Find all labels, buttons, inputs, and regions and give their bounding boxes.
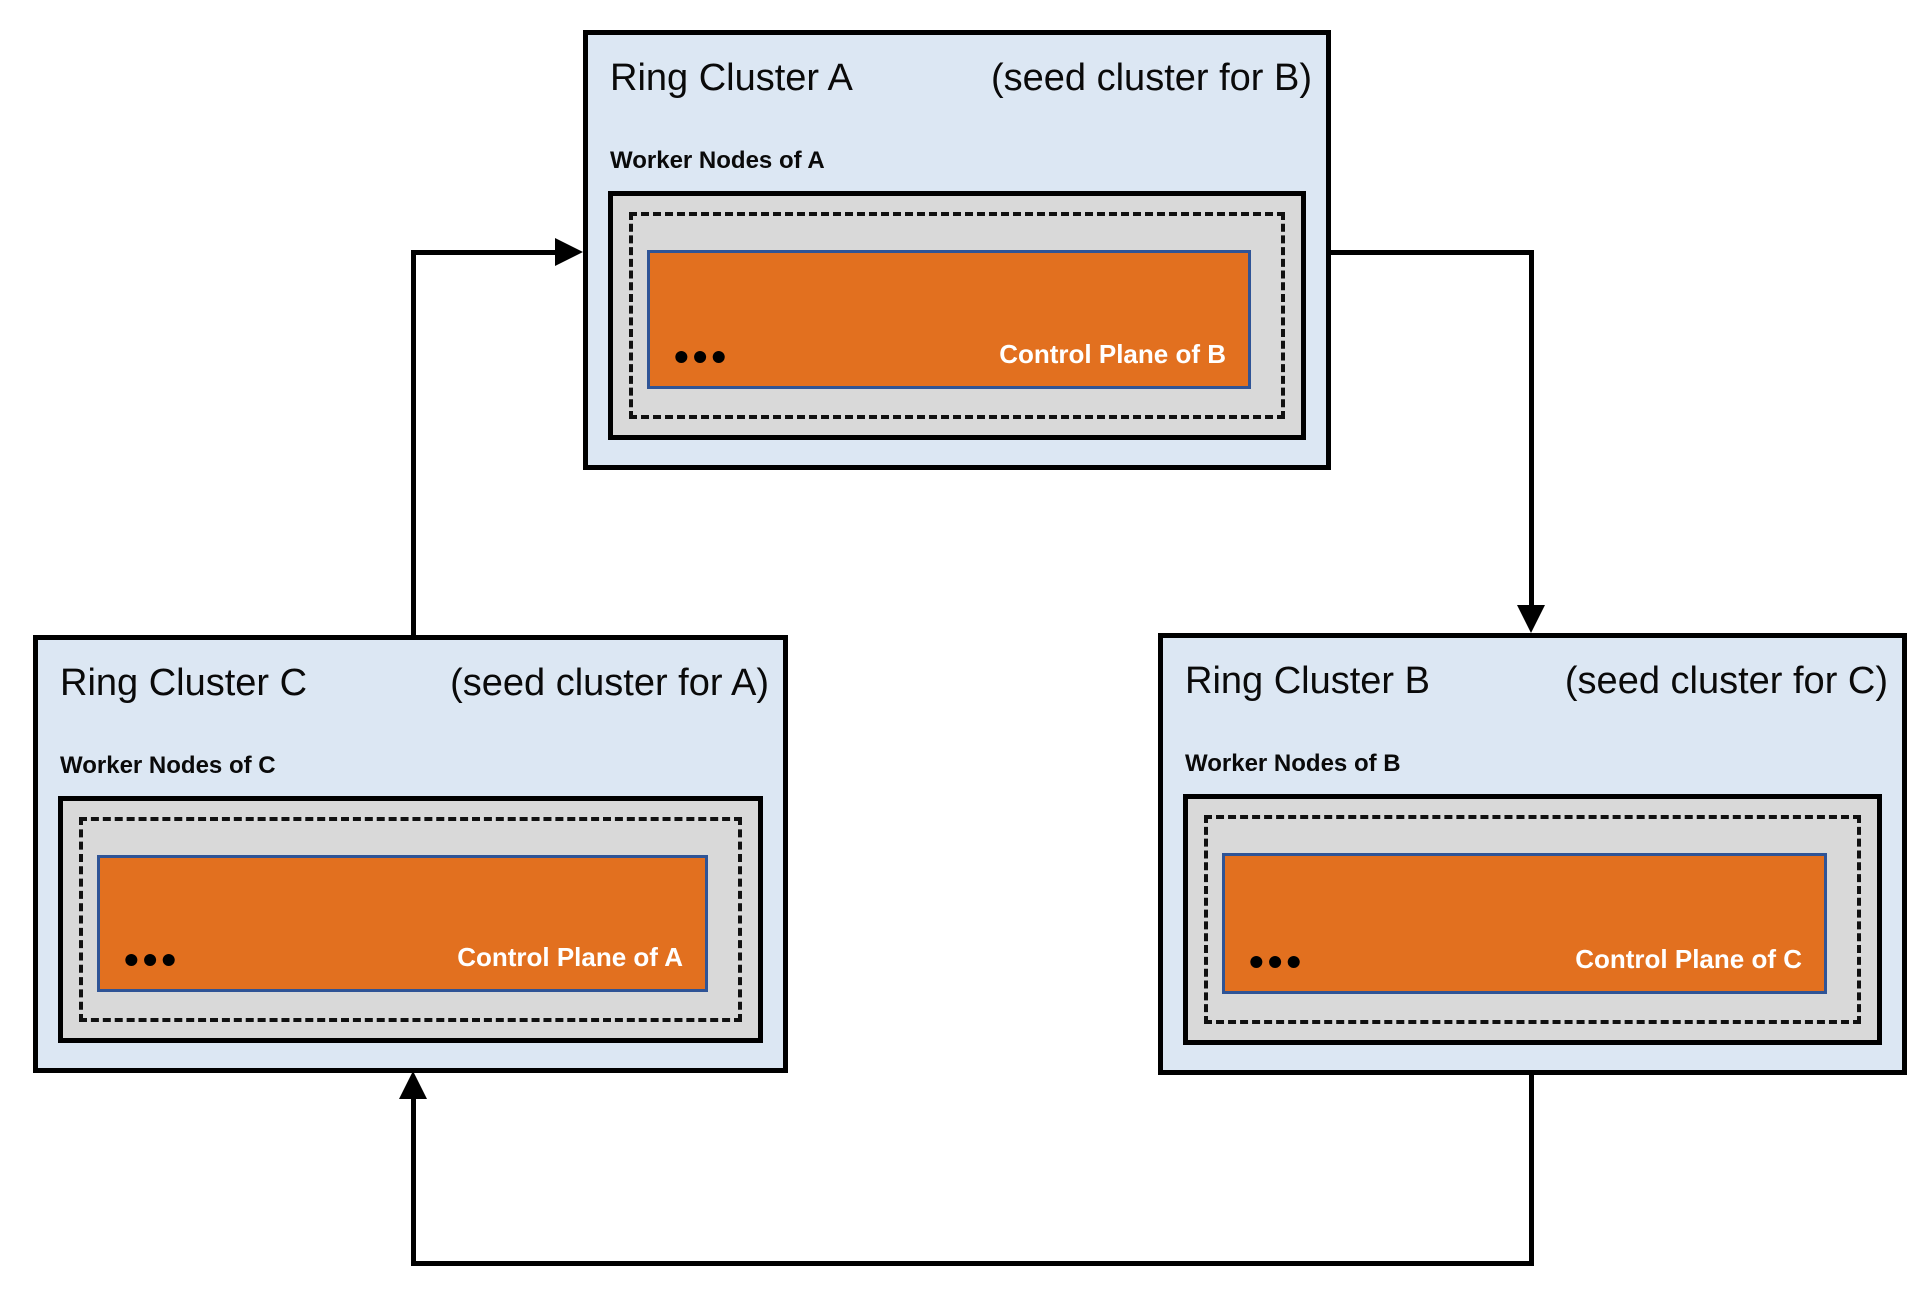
edge-b-to-c-bottom-horizontal-segment bbox=[411, 1261, 1534, 1266]
cluster-c-worker-nodes-label: Worker Nodes of C bbox=[60, 752, 276, 779]
cluster-a-title-row: Ring Cluster A (seed cluster for B) bbox=[610, 57, 1312, 101]
cluster-a-title: Ring Cluster A bbox=[610, 57, 853, 99]
ellipsis-dots-icon: ••• bbox=[1249, 937, 1306, 985]
edge-c-to-a-horizontal-segment bbox=[411, 250, 557, 255]
cluster-b-dashed-boundary: ••• Control Plane of C bbox=[1204, 815, 1861, 1024]
cluster-b-worker-nodes-box: ••• Control Plane of C bbox=[1183, 794, 1882, 1045]
cluster-c-title-row: Ring Cluster C (seed cluster for A) bbox=[60, 662, 769, 706]
cluster-b-worker-nodes-label: Worker Nodes of B bbox=[1185, 750, 1401, 777]
cluster-c-worker-nodes-box: ••• Control Plane of A bbox=[58, 796, 763, 1043]
cluster-a-worker-nodes-box: ••• Control Plane of B bbox=[608, 191, 1306, 440]
edge-c-to-a-vertical-segment bbox=[411, 252, 416, 636]
edge-b-to-c-right-vertical-segment bbox=[1529, 1075, 1534, 1266]
cluster-c-title: Ring Cluster C bbox=[60, 662, 308, 704]
edge-a-to-b-vertical-segment bbox=[1529, 250, 1534, 607]
cluster-a-hosted-control-plane-box: ••• Control Plane of B bbox=[647, 250, 1251, 389]
cluster-b-hosted-control-plane-box: ••• Control Plane of C bbox=[1222, 853, 1827, 994]
arrowhead-right-icon bbox=[555, 238, 583, 266]
edge-b-to-c-left-vertical-segment bbox=[411, 1097, 416, 1265]
arrowhead-down-icon bbox=[1517, 605, 1545, 633]
arrowhead-up-icon bbox=[399, 1071, 427, 1099]
edge-a-to-b-horizontal-segment bbox=[1331, 250, 1534, 255]
ellipsis-dots-icon: ••• bbox=[124, 935, 181, 983]
cluster-b-subtitle: (seed cluster for C) bbox=[1564, 660, 1888, 702]
ellipsis-dots-icon: ••• bbox=[674, 332, 731, 380]
cluster-a-dashed-boundary: ••• Control Plane of B bbox=[629, 212, 1285, 419]
cluster-a-control-plane-label: Control Plane of B bbox=[999, 339, 1226, 369]
cluster-box-c: Ring Cluster C (seed cluster for A) Work… bbox=[33, 635, 788, 1073]
cluster-c-hosted-control-plane-box: ••• Control Plane of A bbox=[97, 855, 708, 992]
cluster-a-subtitle: (seed cluster for B) bbox=[991, 57, 1312, 99]
cluster-c-control-plane-label: Control Plane of A bbox=[457, 942, 683, 972]
cluster-b-control-plane-label: Control Plane of C bbox=[1575, 944, 1802, 974]
cluster-b-title-row: Ring Cluster B (seed cluster for C) bbox=[1185, 660, 1888, 704]
cluster-a-worker-nodes-label: Worker Nodes of A bbox=[610, 147, 825, 174]
cluster-box-b: Ring Cluster B (seed cluster for C) Work… bbox=[1158, 633, 1907, 1075]
cluster-c-dashed-boundary: ••• Control Plane of A bbox=[79, 817, 742, 1022]
cluster-c-subtitle: (seed cluster for A) bbox=[450, 662, 769, 704]
cluster-b-title: Ring Cluster B bbox=[1185, 660, 1430, 702]
cluster-box-a: Ring Cluster A (seed cluster for B) Work… bbox=[583, 30, 1331, 470]
